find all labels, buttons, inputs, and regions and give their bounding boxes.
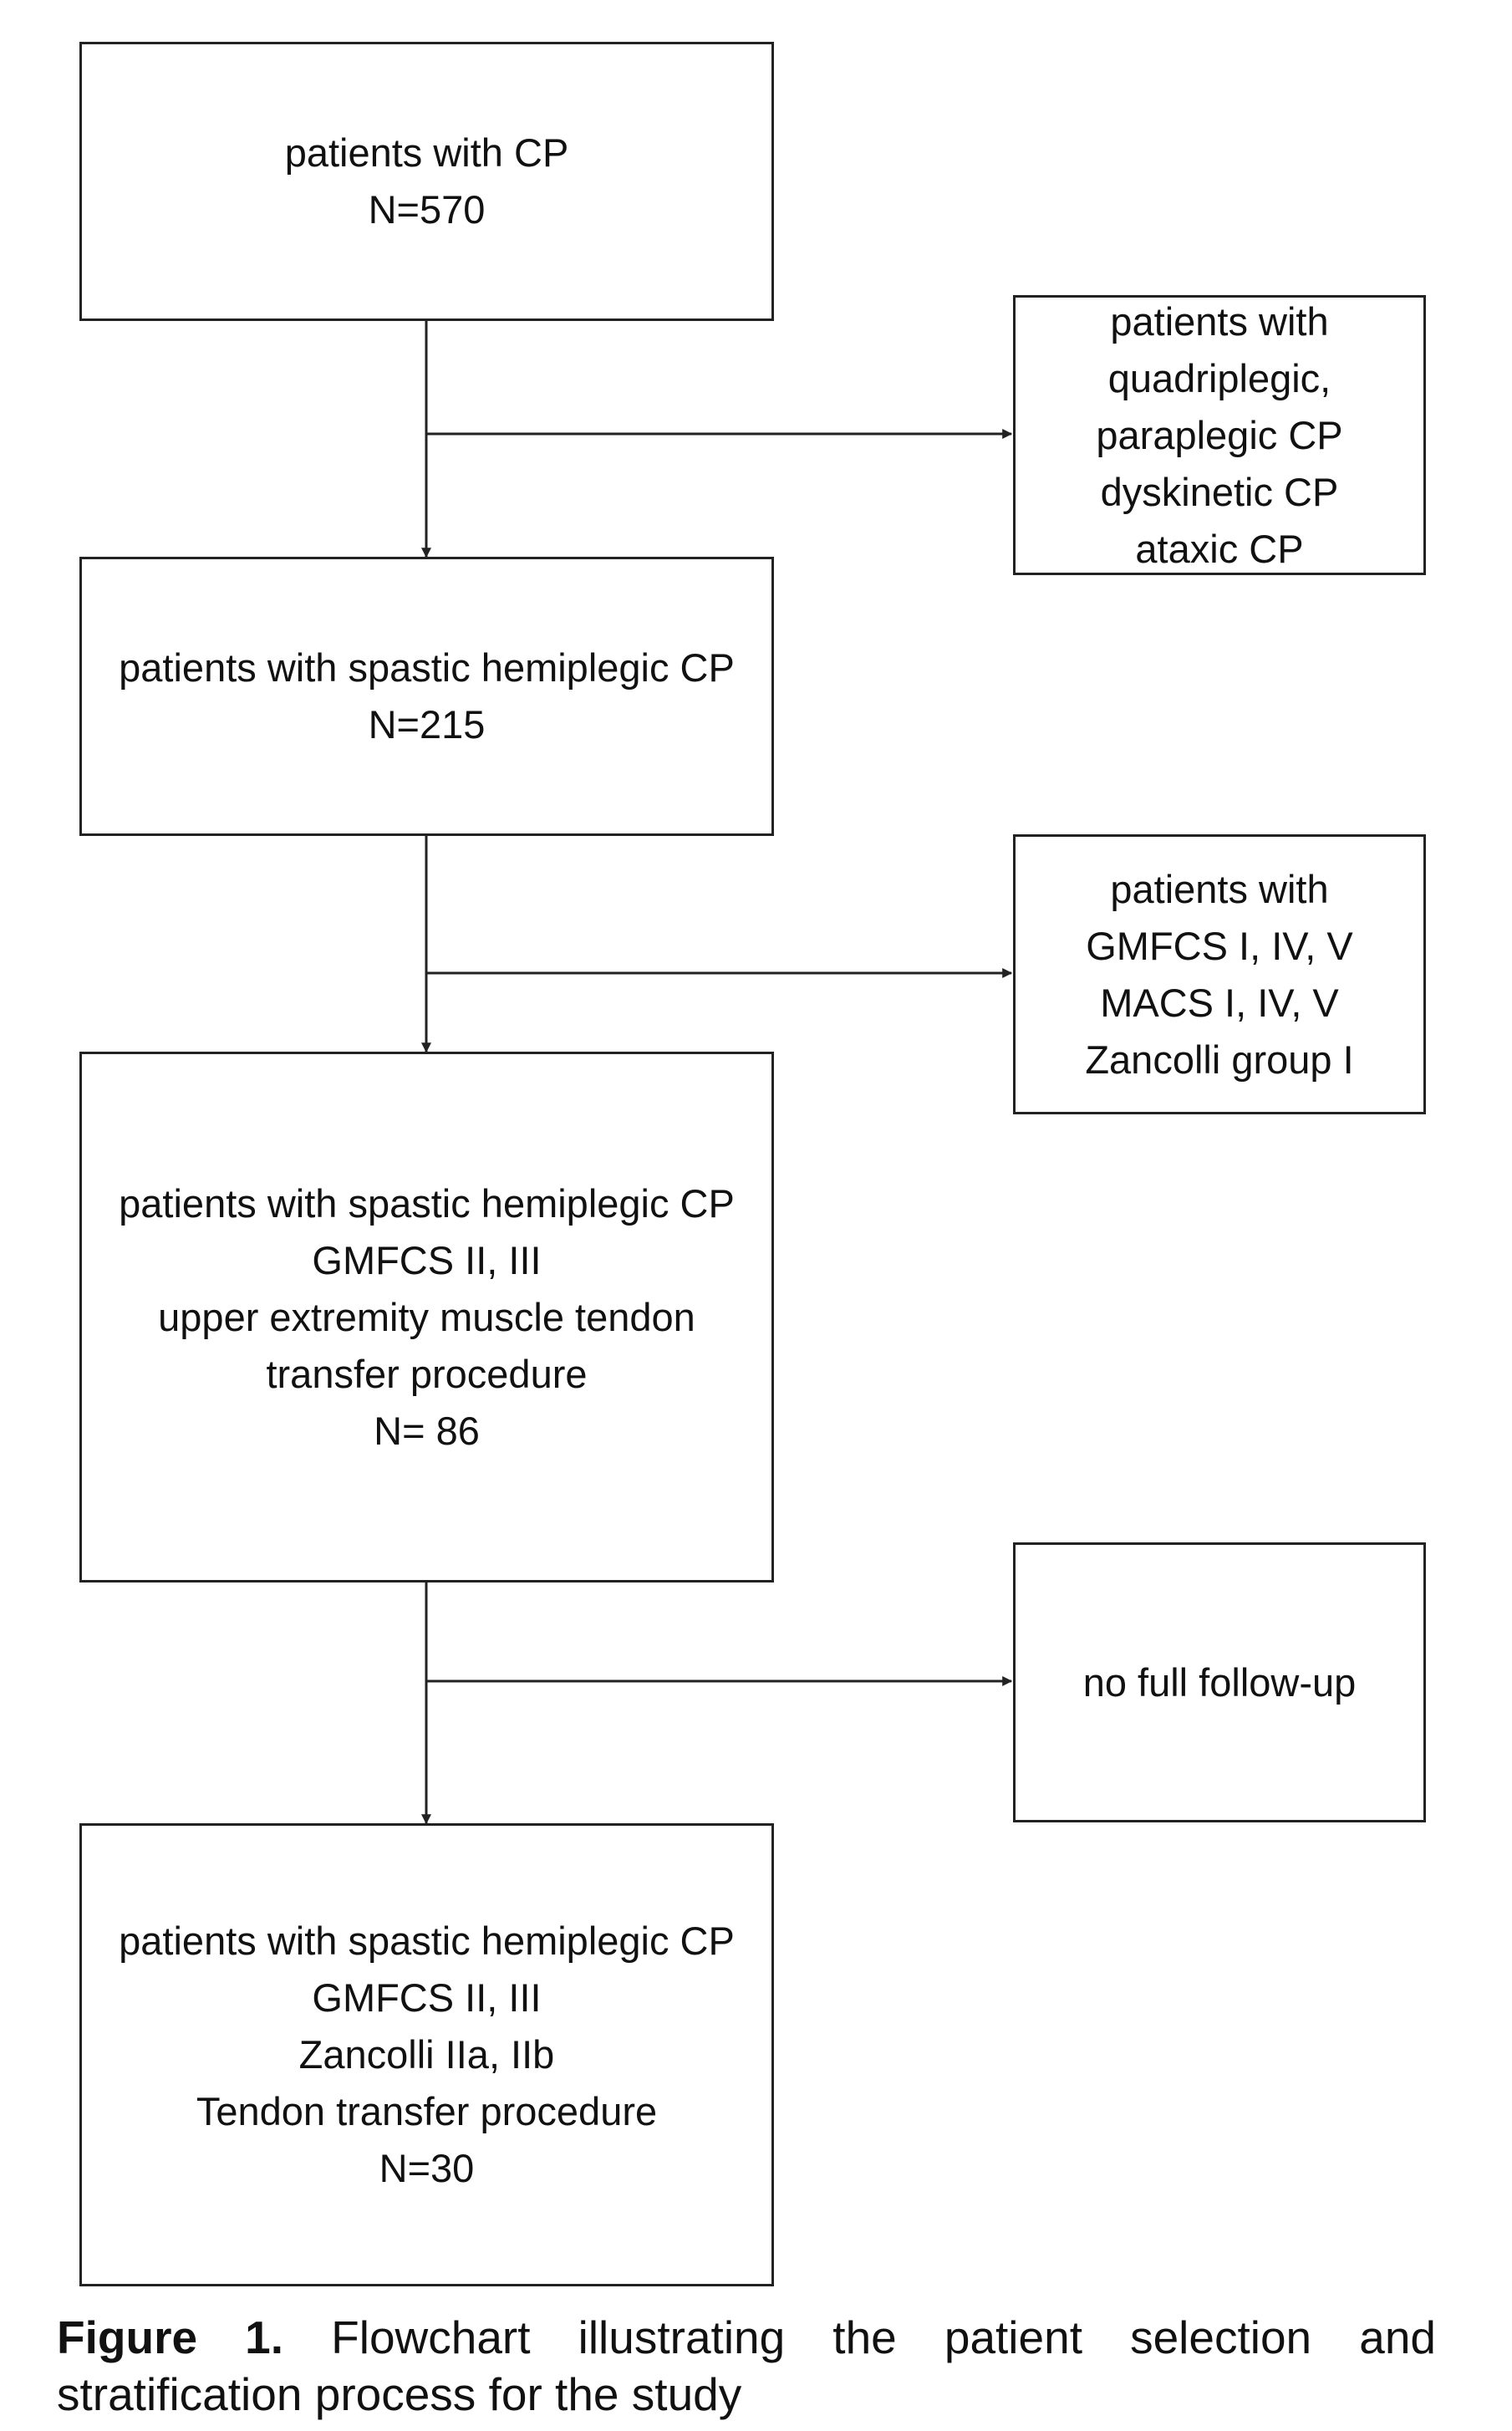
box-line: N=30 [379,2146,475,2190]
box-line: Zancolli IIa, IIb [298,2032,555,2077]
box-line: transfer procedure [266,1351,588,1396]
box-line: MACS I, IV, V [1100,980,1339,1025]
box-line: patients with CP [284,130,569,175]
box-line: ataxic CP [1135,526,1304,571]
box-line: GMFCS II, III [312,1237,542,1282]
box-exclusion-follow-up: no full follow-up [1013,1542,1426,1822]
box-line: N=215 [368,702,486,747]
box-line: Zancolli group I [1085,1037,1354,1082]
box-line: GMFCS I, IV, V [1086,923,1353,968]
box-line: patients with spastic hemiplegic CP [119,1919,735,1963]
box-line: paraplegic CP [1096,412,1343,457]
box-final-cohort: patients with spastic hemiplegic CP GMFC… [79,1823,774,2286]
box-line: quadriplegic, [1107,355,1331,400]
box-spastic-hemiplegic: patients with spastic hemiplegic CP N=21… [79,557,774,836]
box-line: patients with spastic hemiplegic CP [119,1180,735,1226]
box-all-patients: patients with CP N=570 [79,42,774,321]
figure-label: Figure 1. [57,2311,284,2363]
box-line: patients with spastic hemiplegic CP [119,645,735,690]
box-line: Tendon transfer procedure [196,2089,658,2133]
box-exclusion-cp-types: patients with quadriplegic, paraplegic C… [1013,295,1426,575]
box-gmfcs-tendon-transfer: patients with spastic hemiplegic CP GMFC… [79,1052,774,1582]
figure-caption-text: Flowchart illustrating the patient selec… [57,2311,1437,2420]
box-exclusion-gmfcs-macs: patients with GMFCS I, IV, V MACS I, IV,… [1013,834,1426,1114]
box-line: N=570 [368,187,486,232]
box-line: N= 86 [374,1408,480,1453]
box-line: dyskinetic CP [1100,469,1339,514]
box-line: patients with [1110,298,1329,344]
box-line: GMFCS II, III [312,1975,542,2020]
box-line: patients with [1110,866,1329,911]
figure-caption: Figure 1. Flowchart illustrating the pat… [57,2309,1436,2423]
box-line: upper extremity muscle tendon [158,1294,695,1339]
box-line: no full follow-up [1082,1659,1357,1705]
